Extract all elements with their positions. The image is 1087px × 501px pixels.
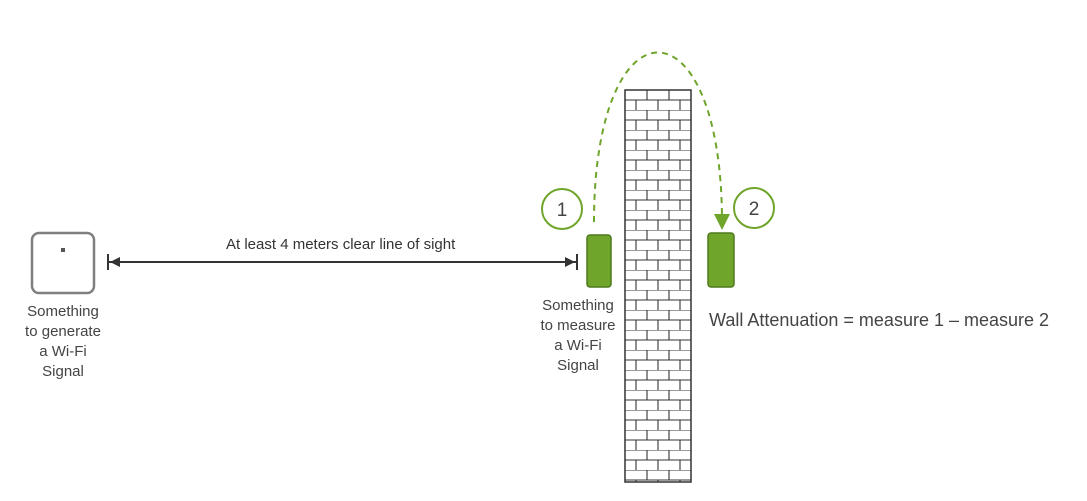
generator-label-line: to generate bbox=[25, 323, 101, 340]
generator-label-line: Something bbox=[27, 303, 99, 320]
meter-label: Something to measure a Wi-Fi Signal bbox=[532, 296, 624, 376]
svg-text:1: 1 bbox=[557, 200, 568, 221]
meter-label-line: Signal bbox=[557, 357, 599, 374]
move-arrow bbox=[593, 51, 730, 230]
meter-label-line: to measure bbox=[540, 317, 616, 334]
svg-text:2: 2 bbox=[749, 199, 760, 220]
measure-device-2 bbox=[707, 232, 735, 288]
line-of-sight-arrow bbox=[107, 254, 578, 270]
brick-wall bbox=[624, 89, 692, 483]
measure-device-1 bbox=[586, 234, 612, 288]
wifi-router-icon bbox=[30, 231, 96, 295]
meter-label-line: a Wi-Fi bbox=[554, 337, 602, 354]
position-1-badge: 1 bbox=[541, 188, 583, 230]
generator-label-line: Signal bbox=[42, 363, 84, 380]
position-2-badge: 2 bbox=[733, 187, 775, 229]
meter-label-line: Something bbox=[542, 297, 614, 314]
generator-label-line: a Wi-Fi bbox=[39, 343, 87, 360]
attenuation-formula: Wall Attenuation = measure 1 – measure 2 bbox=[709, 310, 1050, 330]
distance-label: At least 4 meters clear line of sight bbox=[226, 236, 456, 253]
generator-label: Something to generate a Wi-Fi Signal bbox=[18, 302, 108, 382]
